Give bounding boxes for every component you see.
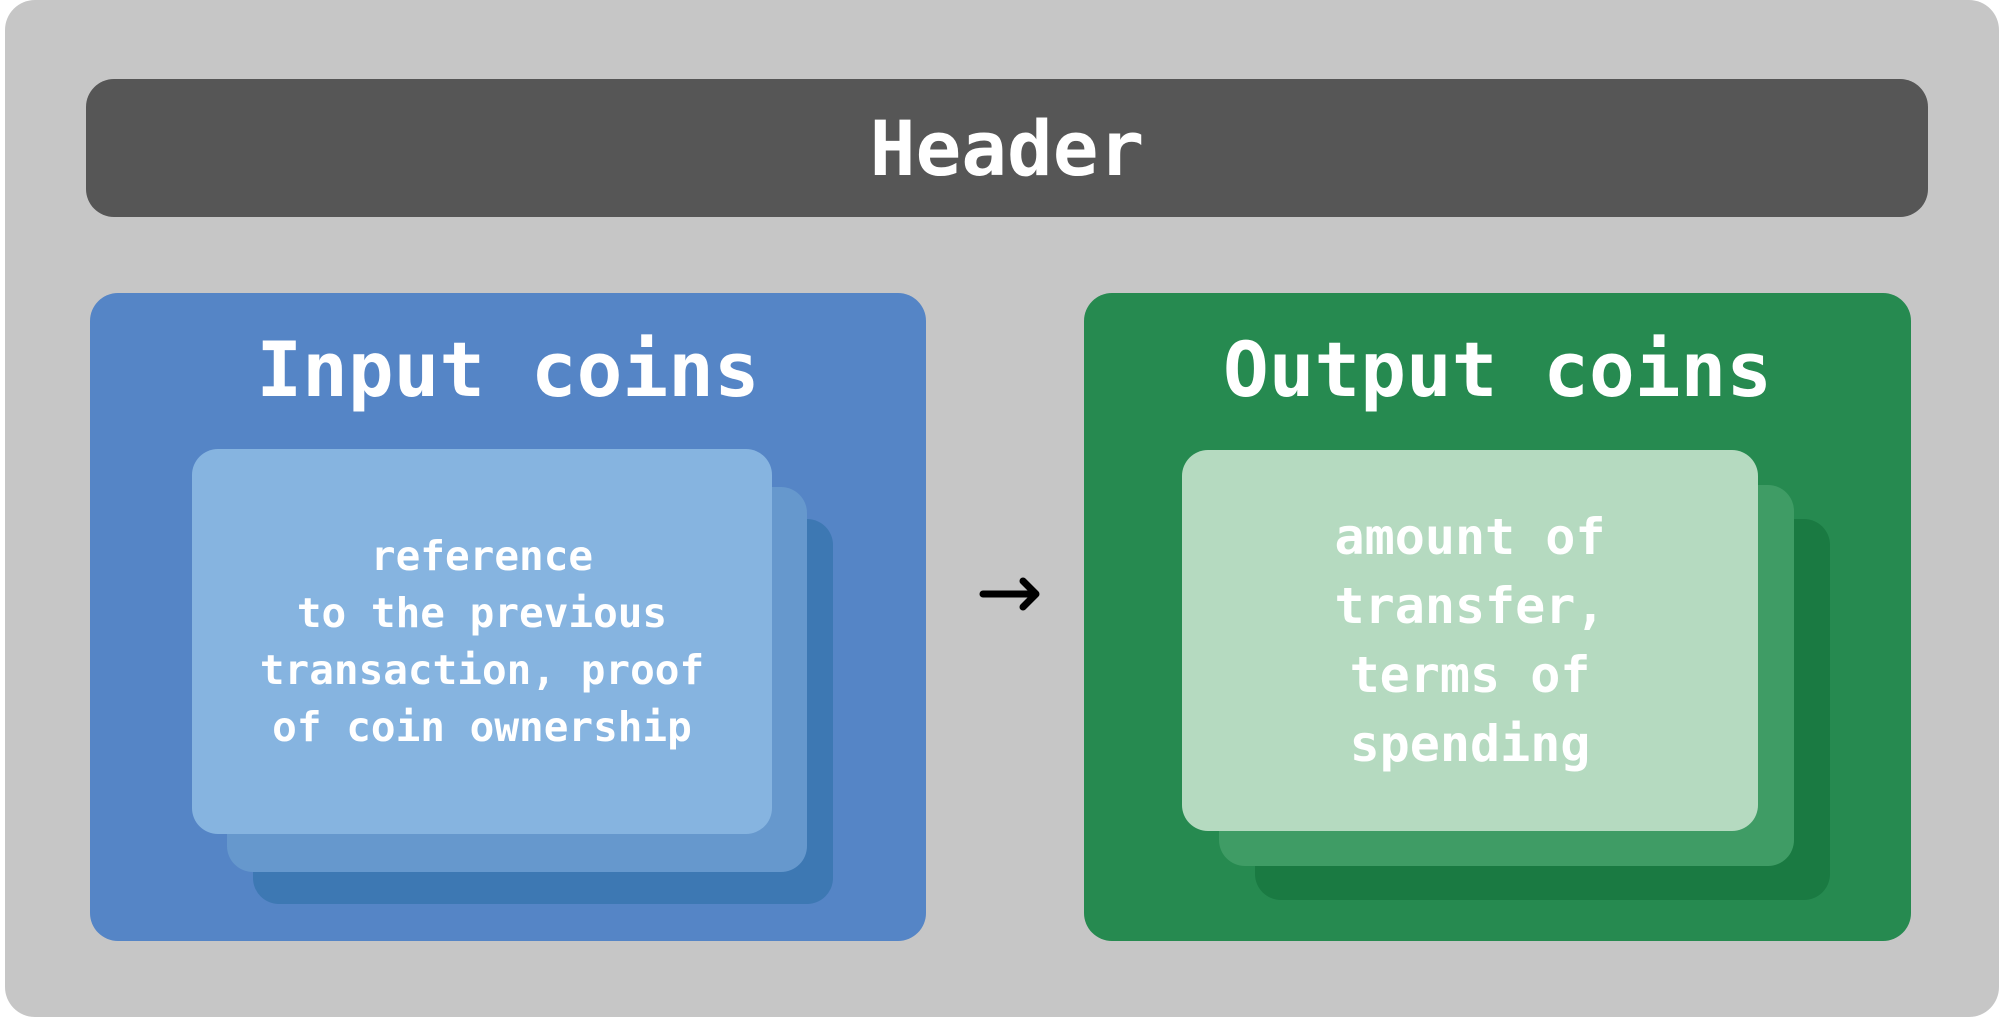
input-coins-panel: Input coins reference to the previous tr… bbox=[90, 293, 926, 941]
input-coins-title: Input coins bbox=[256, 325, 760, 414]
output-coin-card: amount of transfer, terms of spending bbox=[1182, 450, 1758, 831]
output-coins-title: Output coins bbox=[1222, 325, 1773, 414]
header-block: Header bbox=[86, 79, 1928, 217]
output-coin-card-text: amount of transfer, terms of spending bbox=[1334, 507, 1606, 773]
header-title: Header bbox=[869, 103, 1145, 193]
right-arrow-icon bbox=[979, 577, 1040, 611]
input-coin-card-text: reference to the previous transaction, p… bbox=[259, 531, 705, 751]
output-coins-panel: Output coins amount of transfer, terms o… bbox=[1084, 293, 1911, 941]
input-coin-card: reference to the previous transaction, p… bbox=[192, 449, 772, 834]
